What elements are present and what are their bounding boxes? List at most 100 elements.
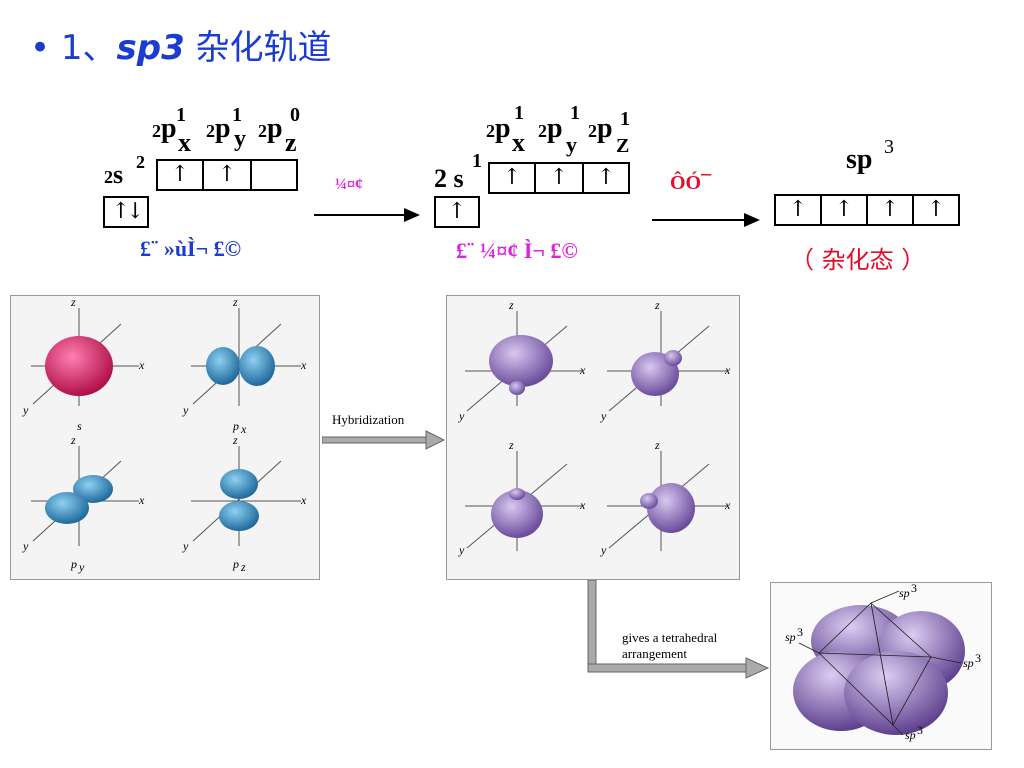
orbital-s: z x y s xyxy=(22,296,145,433)
svg-text:3: 3 xyxy=(917,723,923,737)
stage1-pz-sub: z xyxy=(285,128,297,157)
stage2-pz-sup: 1 xyxy=(620,108,630,130)
stage2-py-sup: 1 xyxy=(570,102,580,124)
svg-text:y: y xyxy=(600,543,607,557)
stage1-s-box: ↑↓ xyxy=(103,196,149,228)
svg-text:y: y xyxy=(78,560,85,574)
stage2-px-sup: 1 xyxy=(514,102,524,124)
stage3-box-3: ↑ xyxy=(866,194,914,226)
svg-text:s: s xyxy=(77,419,82,433)
stage2-s-sup: 1 xyxy=(472,150,482,172)
stage3-box-4: ↑ xyxy=(912,194,960,226)
stage1-p-box-3 xyxy=(250,159,298,191)
svg-text:y: y xyxy=(182,539,189,553)
svg-text:p: p xyxy=(232,419,239,433)
stage1-py-sup: 1 xyxy=(232,104,242,126)
svg-text:sp: sp xyxy=(899,586,910,600)
svg-text:y: y xyxy=(22,403,29,417)
hybrid-orbitals-figure: z x y z x y z x y xyxy=(458,298,731,557)
svg-text:3: 3 xyxy=(911,583,917,595)
stage1-caption: £¨ »ùÌ¬ £© xyxy=(140,236,242,261)
hybrid-orbital-3: z x y xyxy=(458,438,586,557)
stage2-s-label: 2 s xyxy=(434,164,464,193)
svg-text:x: x xyxy=(300,358,307,372)
stage3-sup: 3 xyxy=(884,136,894,158)
svg-text:x: x xyxy=(724,498,731,512)
stage3-box-1: ↑ xyxy=(774,194,822,226)
title-number: 1、 xyxy=(60,28,117,68)
tetrahedral-arrow-icon xyxy=(587,580,770,679)
orbital-py: z x y p y xyxy=(22,433,145,574)
stage1-px-sup: 1 xyxy=(176,104,186,126)
svg-text:z: z xyxy=(232,433,238,447)
svg-text:x: x xyxy=(240,422,247,436)
stage1-s-sup: 2 xyxy=(136,152,145,172)
svg-text:p: p xyxy=(232,557,239,571)
svg-text:y: y xyxy=(458,543,465,557)
stage3-caption: （ 杂化态 ） xyxy=(790,246,926,274)
stage2-pz-label: 2p xyxy=(588,113,613,144)
title-rest: 杂化轨道 xyxy=(184,28,332,68)
svg-text:x: x xyxy=(724,363,731,377)
hybrid-orbital-2: z x y xyxy=(600,298,731,423)
svg-text:z: z xyxy=(70,433,76,447)
arrow1-icon xyxy=(314,208,420,222)
svg-text:p: p xyxy=(70,557,77,571)
hybrid-orbital-1: z x y xyxy=(458,298,586,423)
stage1-px-label: 2p xyxy=(152,113,177,144)
stage2-py-label: 2p xyxy=(538,113,563,144)
slide-title: • 1、sp3 杂化轨道 xyxy=(30,20,332,69)
stage2-p-box-2: ↑ xyxy=(534,162,584,194)
hybrid-orbitals-panel: z x y z x y z x y xyxy=(446,295,740,580)
hybrid-orbital-4: z x y xyxy=(600,438,731,557)
stage3-label: sp xyxy=(846,144,873,175)
svg-text:3: 3 xyxy=(975,651,981,665)
stage2-px-sub: x xyxy=(512,128,525,157)
arrow2-label: ÔÓ¯ xyxy=(670,172,712,194)
orbital-px: z x y p x xyxy=(182,296,307,436)
svg-text:z: z xyxy=(240,560,246,574)
stage2-caption: £¨ ¼¤¢ Ì¬ £© xyxy=(456,238,578,263)
stage1-pz-sup: 0 xyxy=(290,104,300,126)
atomic-orbitals-figure: z x y s z x y p x z x y p xyxy=(22,296,307,574)
title-sp3: sp3 xyxy=(116,28,185,68)
svg-text:sp: sp xyxy=(785,630,796,644)
svg-text:y: y xyxy=(458,409,465,423)
orbital-pz: z x y p z xyxy=(182,433,307,574)
stage2-pz-sub: Z xyxy=(616,135,630,157)
stage1-px-sub: x xyxy=(178,128,191,157)
arrow1-label: ¼¤¢ xyxy=(335,176,363,193)
svg-text:3: 3 xyxy=(797,625,803,639)
svg-text:sp: sp xyxy=(905,728,916,742)
stage2-p-box-3: ↑ xyxy=(582,162,630,194)
svg-text:y: y xyxy=(22,539,29,553)
svg-text:z: z xyxy=(654,298,660,312)
stage2-px-label: 2p xyxy=(486,113,511,144)
svg-text:y: y xyxy=(600,409,607,423)
stage1-pz-label: 2p xyxy=(258,113,283,144)
stage3-box-2: ↑ xyxy=(820,194,868,226)
svg-text:x: x xyxy=(579,498,586,512)
stage1-p-box-1: ↑ xyxy=(156,159,204,191)
arrow2-icon xyxy=(652,213,760,227)
svg-text:x: x xyxy=(300,493,307,507)
atomic-orbitals-panel: z x y s z x y p x z x y p xyxy=(10,295,320,580)
svg-text:x: x xyxy=(138,493,145,507)
svg-text:z: z xyxy=(508,298,514,312)
hybridization-label: Hybridization xyxy=(332,412,405,427)
svg-text:z: z xyxy=(70,296,76,309)
svg-text:z: z xyxy=(232,296,238,309)
svg-text:z: z xyxy=(508,438,514,452)
svg-text:sp: sp xyxy=(963,656,974,670)
svg-text:y: y xyxy=(182,403,189,417)
svg-text:x: x xyxy=(579,363,586,377)
svg-text:z: z xyxy=(654,438,660,452)
hybridization-arrow-icon xyxy=(322,430,446,450)
stage1-py-sub: y xyxy=(234,126,246,152)
stage1-py-label: 2p xyxy=(206,113,231,144)
stage2-p-box-1: ↑ xyxy=(488,162,536,194)
stage1-s-label: 2s xyxy=(104,160,124,189)
stage2-s-box: ↑ xyxy=(434,196,480,228)
